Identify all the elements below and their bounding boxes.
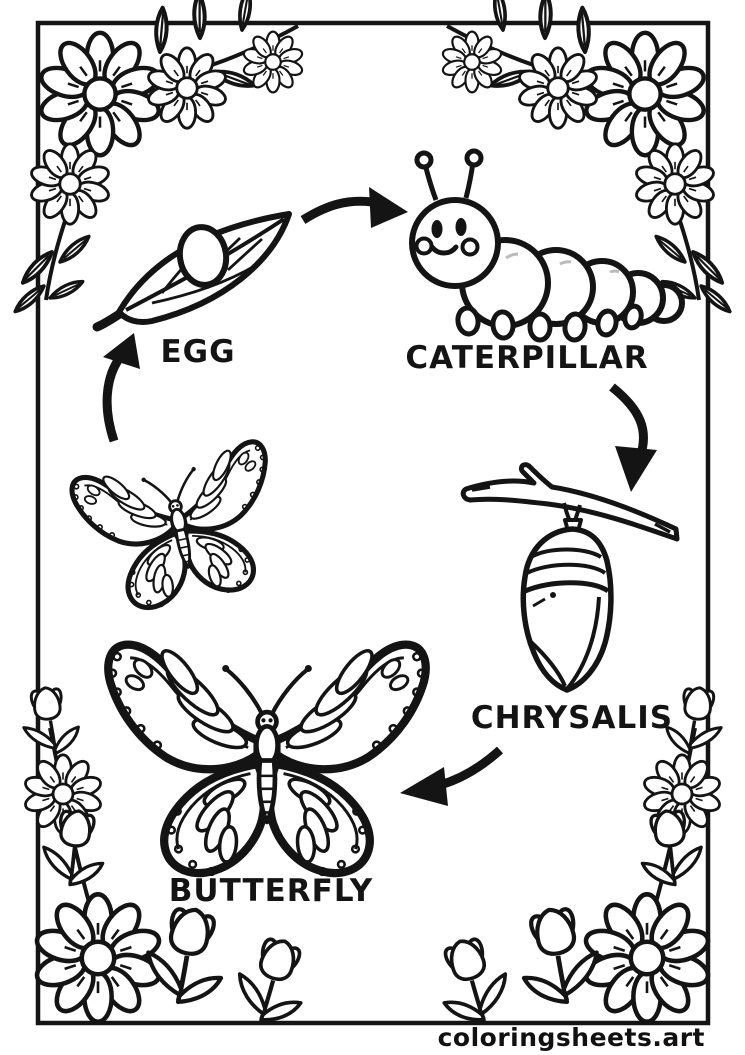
arrow-egg-to-caterpillar	[300, 187, 408, 228]
page-frame-border	[35, 20, 711, 1026]
caterpillar-illustration	[409, 148, 685, 343]
watermark-site-name: coloringsheets.art	[437, 1023, 705, 1052]
caterpillar-head	[409, 197, 501, 289]
butterfly-large-illustration	[108, 645, 425, 875]
arrow-chrysalis-to-butterfly	[400, 746, 504, 806]
label-egg: EGG	[160, 334, 236, 370]
egg-shape	[176, 224, 230, 288]
arrow-butterfly-to-egg	[102, 333, 140, 443]
egg-illustration	[92, 211, 292, 332]
label-caterpillar: CATERPILLAR	[405, 340, 649, 376]
arrow-caterpillar-to-chrysalis	[609, 383, 657, 492]
bottom-left-floral	[18, 683, 319, 1031]
chrysalis-illustration	[460, 462, 680, 693]
label-butterfly: BUTTERFLY	[168, 873, 374, 909]
top-left-floral	[11, 0, 304, 314]
branch	[460, 462, 680, 542]
butterfly-small-illustration	[70, 440, 292, 620]
bottom-right-floral	[426, 685, 725, 1031]
label-chrysalis: CHRYSALIS	[470, 700, 674, 736]
